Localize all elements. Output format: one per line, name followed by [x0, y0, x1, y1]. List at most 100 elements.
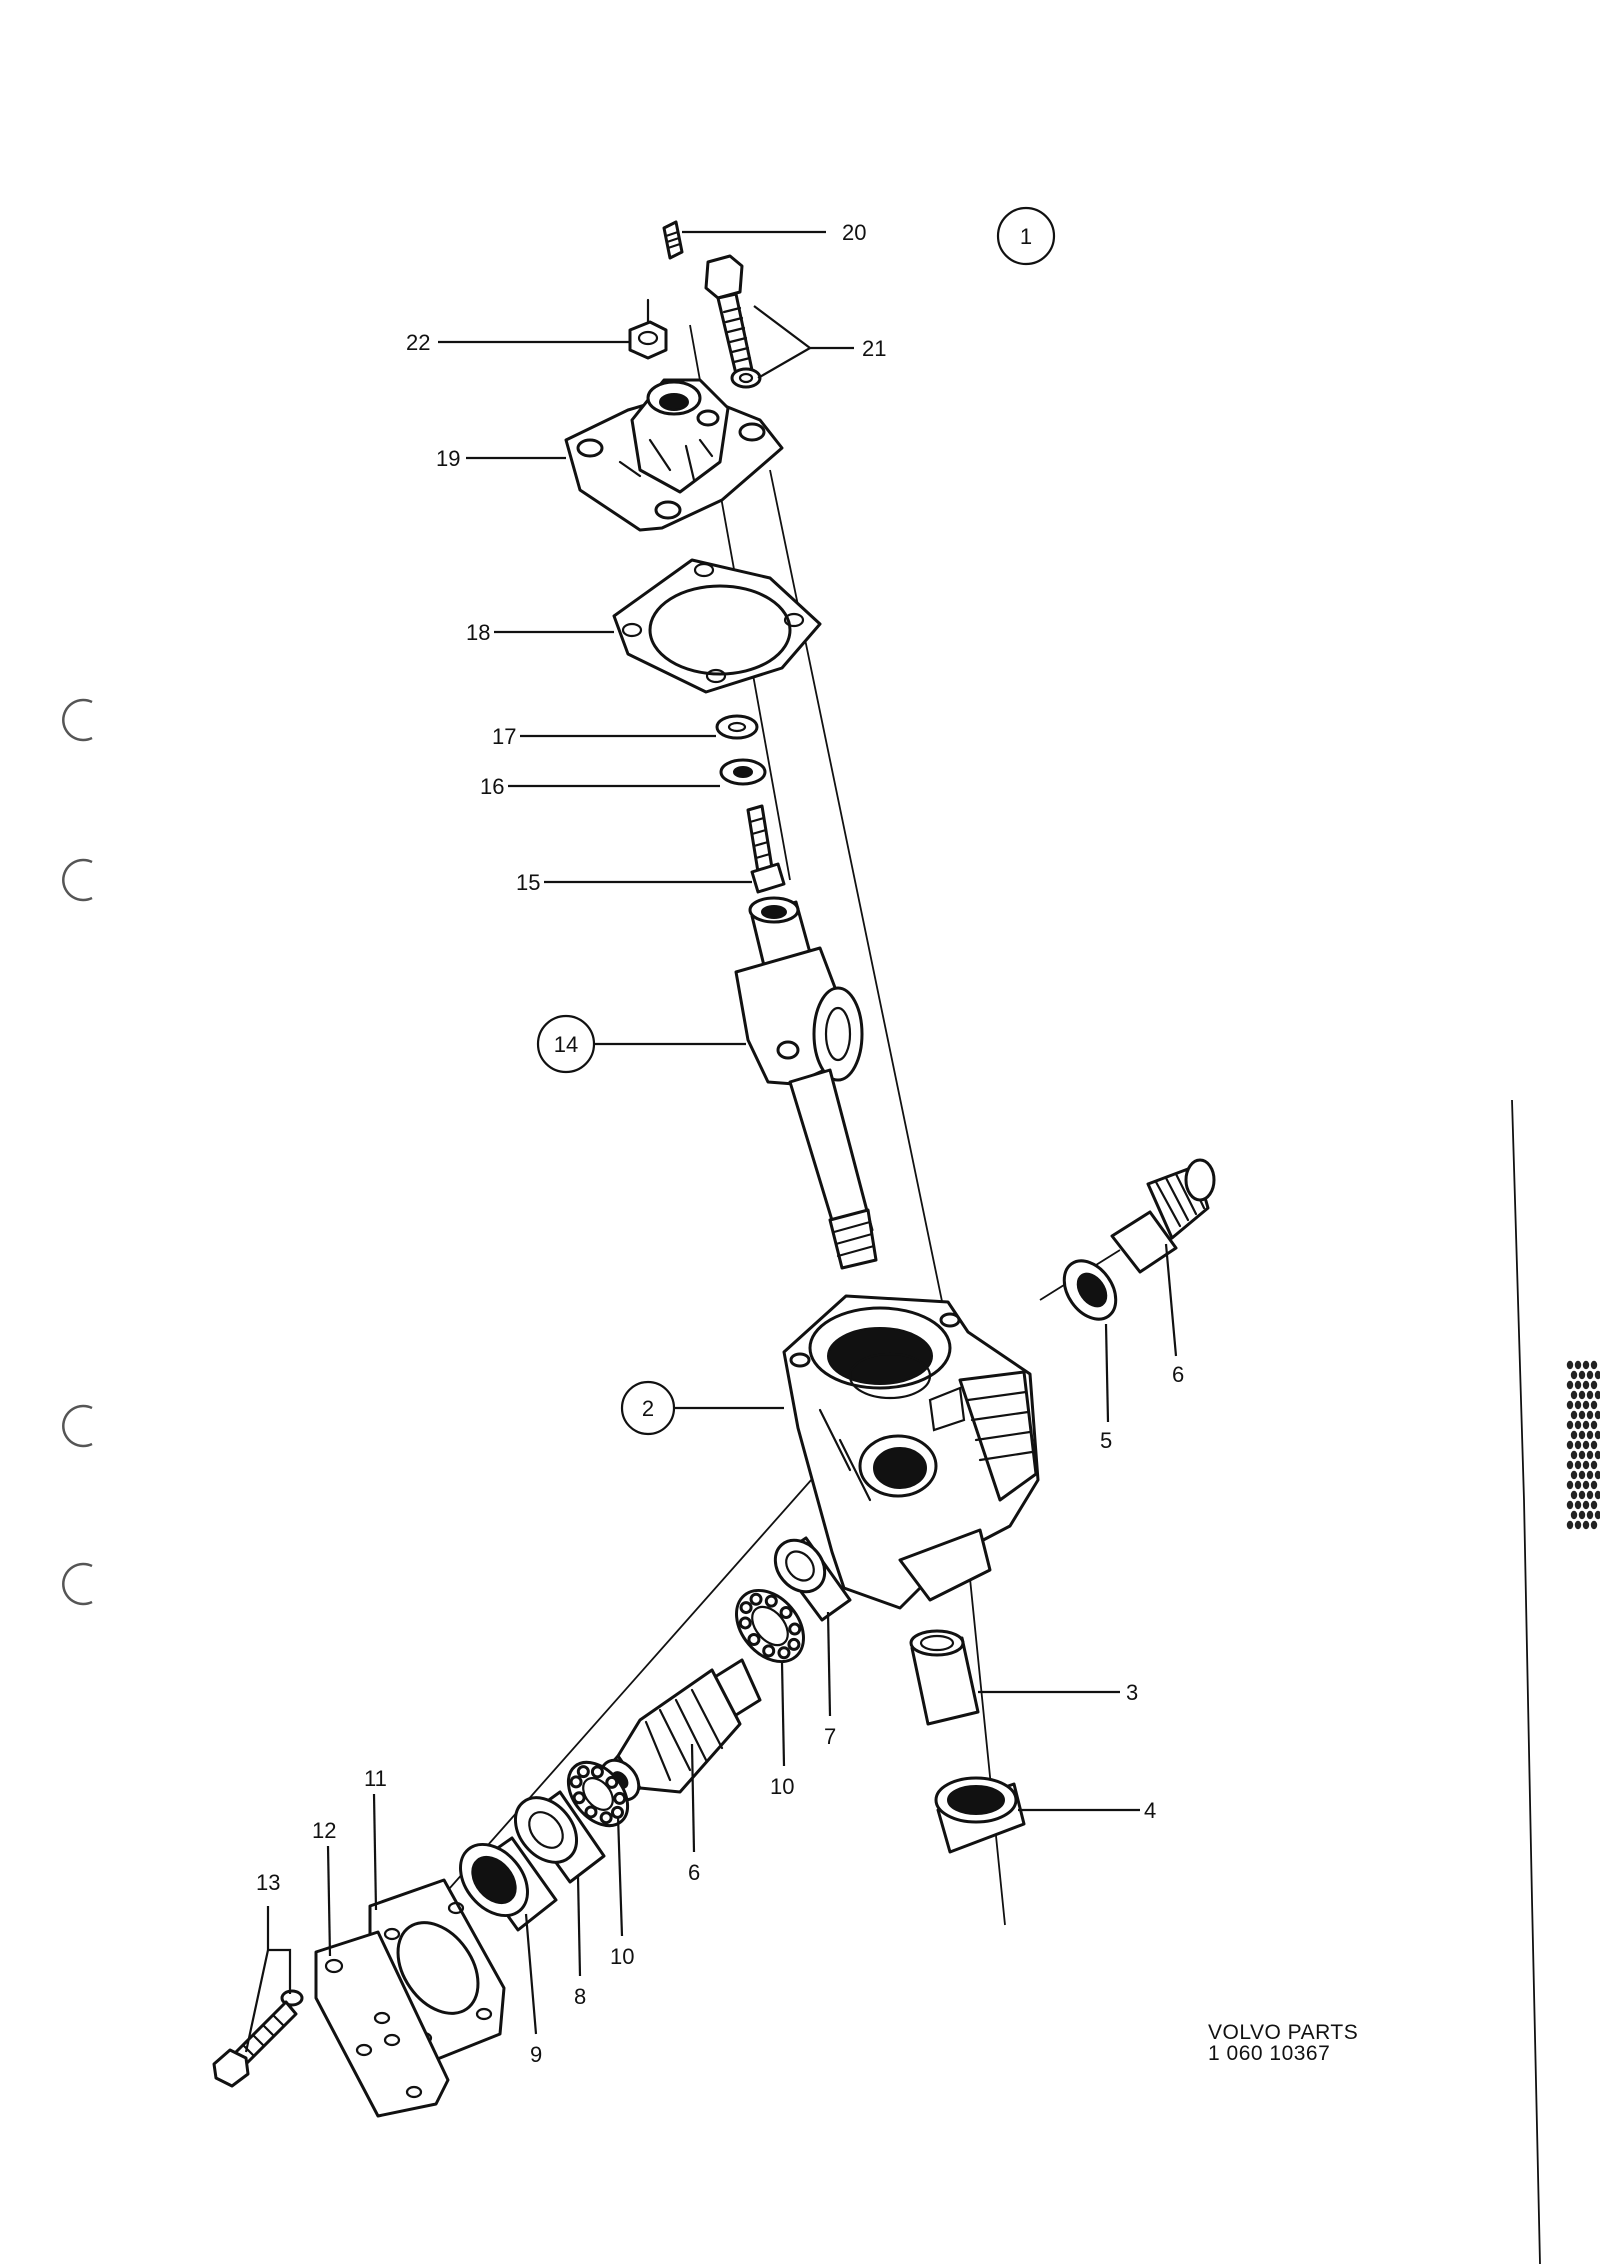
bushing-part-3 [909, 1629, 980, 1726]
tab-hatch-dot [1570, 1370, 1578, 1380]
callout-14: 14 [554, 1032, 578, 1057]
hex-nut-part-22 [628, 298, 668, 360]
callout-15: 15 [516, 870, 540, 895]
oil-seal-part-5 [1062, 1259, 1118, 1321]
tab-hatch-dot [1582, 1380, 1590, 1390]
callout-22: 22 [406, 330, 430, 355]
brand-label: VOLVO PARTS [1208, 2021, 1359, 2044]
tab-hatch-dot [1590, 1460, 1598, 1470]
oil-seal-part-4 [934, 1776, 1026, 1854]
end-cover-part-12 [314, 1930, 450, 2118]
callout-18: 18 [466, 620, 490, 645]
tab-hatch-dot [1594, 1430, 1600, 1440]
bearing-ball [779, 1606, 793, 1620]
tab-hatch-dot [1594, 1510, 1600, 1520]
tab-hatch-dot [1566, 1460, 1574, 1470]
tab-hatch-dot [1578, 1430, 1586, 1440]
tab-hatch-dot [1574, 1480, 1582, 1490]
rocker-shaft-part-14 [734, 896, 878, 1270]
tab-hatch-dot [1578, 1390, 1586, 1400]
tab-hatch-dot [1578, 1410, 1586, 1420]
tab-hatch-dot [1574, 1520, 1582, 1530]
callout-11: 11 [364, 1766, 387, 1791]
bearing-cup-part-7 [773, 1536, 852, 1622]
binder-rings [62, 698, 93, 1606]
tab-hatch-dot [1566, 1520, 1574, 1530]
binder-ring [62, 1562, 93, 1606]
tab-hatch-dot [1578, 1450, 1586, 1460]
bearing-ball [613, 1791, 627, 1805]
tab-hatch-dot [1566, 1440, 1574, 1450]
tab-hatch-dot [1570, 1410, 1578, 1420]
top-cover-part-19 [564, 378, 784, 532]
tab-hatch-dot [1578, 1510, 1586, 1520]
callout-8: 8 [574, 1984, 586, 2009]
callout-12: 12 [312, 1818, 336, 1843]
bearing-ball [590, 1765, 604, 1779]
bearing-cup-part-8 [513, 1790, 606, 1884]
housing-part-2 [782, 1294, 1040, 1610]
tab-hatch-dot [1586, 1390, 1594, 1400]
tab-hatch-dot [1594, 1450, 1600, 1460]
tab-hatch-dot [1590, 1440, 1598, 1450]
bolt-part-13 [212, 1989, 304, 2088]
tab-hatch-dot [1574, 1420, 1582, 1430]
tab-hatch-dot [1586, 1370, 1594, 1380]
callout-3: 3 [1126, 1680, 1138, 1705]
tab-hatch-dot [1586, 1430, 1594, 1440]
tab-hatch-dot [1570, 1490, 1578, 1500]
tab-hatch-dot [1586, 1510, 1594, 1520]
tab-hatch-dot [1582, 1440, 1590, 1450]
callout-20: 20 [842, 220, 866, 245]
gasket-part-18 [612, 558, 822, 694]
bearing-ball [738, 1616, 752, 1630]
shim-part-9 [459, 1836, 558, 1932]
tab-hatch-dot [1590, 1400, 1598, 1410]
callout-labels: 1 20 21 22 19 18 17 16 15 14 2 3 4 5 6 7… [256, 206, 1184, 2067]
callout-4: 4 [1144, 1798, 1156, 1823]
bearing-ball [762, 1644, 776, 1658]
tab-hatch-dot [1578, 1470, 1586, 1480]
callout-19: 19 [436, 446, 460, 471]
ball-bearing-part-10-upper [735, 1588, 805, 1664]
index-tab-pattern [1565, 1360, 1600, 1530]
tab-hatch-dot [1570, 1510, 1578, 1520]
tab-hatch-dot [1570, 1390, 1578, 1400]
tab-hatch-dot [1566, 1380, 1574, 1390]
callout-7: 7 [824, 1724, 836, 1749]
tab-hatch-dot [1578, 1490, 1586, 1500]
ball-bearing-part-10-lower [566, 1760, 630, 1828]
bearing-ball [787, 1637, 801, 1651]
spline-shaft-part-6 [1110, 1158, 1216, 1274]
page-edge-line [1511, 1099, 1541, 2264]
callout-16: 16 [480, 774, 504, 799]
tab-hatch-dot [1574, 1500, 1582, 1510]
tab-hatch-dot [1594, 1470, 1600, 1480]
part-number-label: 1 060 10367 [1208, 2042, 1331, 2065]
tab-hatch-dot [1566, 1480, 1574, 1490]
bolt-part-21 [704, 254, 762, 389]
tab-hatch-dot [1590, 1520, 1598, 1530]
figure-ref-label: 1 [1020, 224, 1032, 249]
tab-hatch-dot [1586, 1410, 1594, 1420]
tab-hatch-dot [1574, 1460, 1582, 1470]
tab-hatch-dot [1582, 1520, 1590, 1530]
tab-hatch-dot [1574, 1380, 1582, 1390]
callout-10-lower: 10 [610, 1944, 634, 1969]
tab-hatch-dot [1590, 1380, 1598, 1390]
tab-hatch-dot [1566, 1500, 1574, 1510]
bearing-ball [572, 1791, 586, 1805]
tab-hatch-dot [1574, 1360, 1582, 1370]
callout-21: 21 [862, 336, 886, 361]
bearing-ball [739, 1601, 753, 1615]
tab-hatch-dot [1590, 1500, 1598, 1510]
tab-hatch-dot [1590, 1480, 1598, 1490]
callout-5: 5 [1100, 1428, 1112, 1453]
bearing-ball [584, 1805, 598, 1819]
binder-ring [62, 1404, 93, 1448]
tab-hatch-dot [1582, 1480, 1590, 1490]
tab-hatch-dot [1594, 1390, 1600, 1400]
lock-washer-part-17 [715, 714, 759, 740]
binder-ring [62, 698, 93, 742]
tab-hatch-dot [1566, 1420, 1574, 1430]
